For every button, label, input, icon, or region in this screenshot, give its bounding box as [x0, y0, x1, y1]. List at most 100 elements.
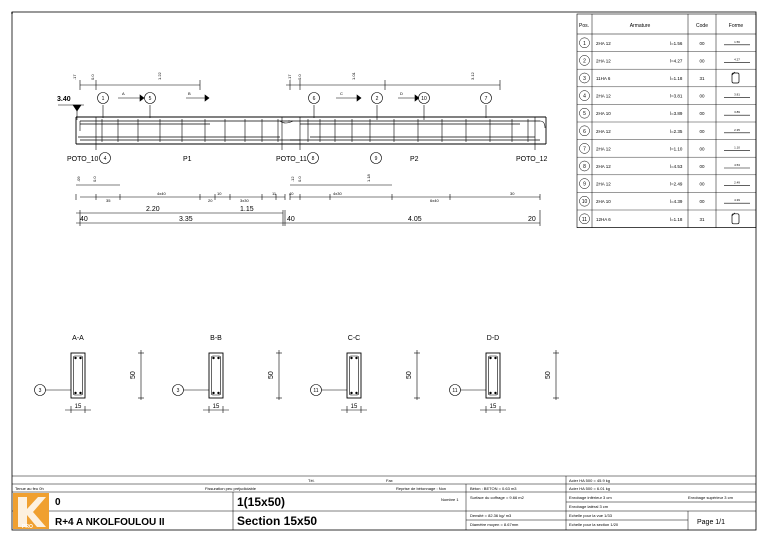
section-width-4: 15: [490, 404, 497, 410]
top-dim-7: 3.12: [470, 71, 475, 80]
section-bar-dot: [74, 391, 77, 395]
position-number: 4: [583, 94, 586, 100]
marker-8: 8: [312, 156, 315, 162]
shape-code: 00: [699, 129, 705, 134]
position-marker: [579, 72, 590, 84]
bottom-small-dim-2: 0.0: [92, 176, 97, 182]
table-header-4: Forme: [729, 23, 744, 29]
span-p2: P2: [410, 156, 419, 163]
dim-2-20: 2.20: [146, 206, 160, 213]
span-p1: P1: [183, 156, 192, 163]
rebar-length: l=3.81: [670, 94, 683, 99]
section-height-3: 50: [406, 371, 413, 379]
section-bar-dot: [494, 391, 497, 395]
position-number: 5: [583, 111, 586, 117]
shape-length: 2.35: [734, 128, 740, 132]
concreting-resume: Reprise de bétonnage : Non: [396, 486, 446, 491]
title-block-texts: Tél. Fax Tenue au feu 0h Fissuration peu…: [15, 478, 734, 528]
rebar-designation: 2HA 12: [596, 182, 611, 187]
shape-code: 00: [699, 199, 705, 204]
section-bar-dot: [212, 356, 215, 360]
dim-3-35: 3.35: [179, 216, 193, 223]
shape-code: 00: [699, 182, 705, 187]
section-bar-dot: [350, 391, 353, 395]
dim-40-left: 40: [80, 216, 88, 223]
beam-elevation: [58, 80, 547, 150]
rebar-designation: 2HA 10: [596, 111, 611, 116]
bottom-markers: [99, 152, 382, 164]
section-bar-dot: [217, 391, 220, 395]
section-width-1: 15: [75, 404, 82, 410]
stirrup-lines: [101, 119, 529, 142]
project-number: 0: [55, 497, 61, 508]
section-title-3: C-C: [348, 335, 360, 342]
section-outline-1: [70, 352, 86, 399]
section-title-4: D-D: [487, 335, 499, 342]
stirrup-shape-icon: [731, 213, 740, 225]
cut-label-c: C: [340, 91, 343, 96]
rebar-length: l=1.18: [670, 76, 683, 81]
position-number: 7: [583, 146, 586, 152]
shape-length: 1.10: [734, 145, 740, 149]
position-number: 3: [583, 76, 586, 82]
rebar-designation: 2HA 12: [596, 146, 611, 151]
section-outline-2: [208, 352, 224, 399]
fax-label: Fax: [386, 478, 393, 483]
shape-code: 31: [699, 217, 705, 222]
section-width-3: 15: [351, 404, 358, 410]
marker-5: 5: [149, 96, 152, 102]
section-bar-dot: [355, 356, 358, 360]
shape-length: 1.56: [734, 40, 740, 44]
bottom-small-dim-3: .12: [290, 176, 295, 182]
concrete-volume: Béton : BETON = 0.63 m3: [470, 486, 517, 491]
marker-7: 7: [485, 96, 488, 102]
stirrup-dim-10: 30: [510, 191, 515, 196]
section-height-1: 50: [130, 371, 137, 379]
stirrup-shape-icon: [731, 72, 740, 84]
cover-bottom: Enrobage inférieur 3 cm: [569, 495, 612, 500]
section-marker-text-1: 3: [39, 388, 42, 394]
position-marker: [579, 143, 590, 154]
stirrup-dim-2: 4x40: [157, 191, 166, 196]
rebar-designation: 2HA 10: [596, 199, 611, 204]
section-height-4: 50: [545, 371, 552, 379]
section-stirrup-2: [211, 355, 221, 396]
section-outline-4: [485, 352, 501, 399]
cover-side: Enrobage latéral 3 cm: [569, 504, 609, 509]
shape-code: 00: [699, 94, 705, 99]
position-marker: [579, 195, 590, 207]
section-bar-dot: [79, 356, 82, 360]
stirrup-dim-6: 11: [272, 191, 277, 196]
section-stirrup-4: [488, 355, 498, 396]
dim-1-15: 1.15: [240, 206, 254, 213]
steel-weight-2: Acier HA 500 = 6.01 kg: [569, 486, 610, 491]
shape-code: 00: [699, 111, 705, 116]
rebar-designation: 12HA 6: [596, 217, 611, 222]
section-bar-dot: [217, 356, 220, 360]
support-poto-10: POTO_10: [67, 156, 98, 163]
rebar-designation: 2HA 12: [596, 94, 611, 99]
stirrup-dim-4: 20: [208, 198, 213, 203]
section-stirrup-3: [349, 355, 359, 396]
tel-label: Tél.: [308, 478, 315, 483]
position-number: 6: [583, 129, 586, 135]
shape-length: 3.81: [734, 93, 740, 97]
position-marker: [579, 37, 590, 49]
rebar-length: l=2.35: [670, 129, 683, 134]
position-marker: [579, 107, 590, 119]
shape-code: 00: [699, 41, 705, 46]
section-title-2: B-B: [210, 335, 222, 342]
section-marker-3: [310, 384, 322, 396]
table-header-2: Armature: [630, 23, 651, 29]
